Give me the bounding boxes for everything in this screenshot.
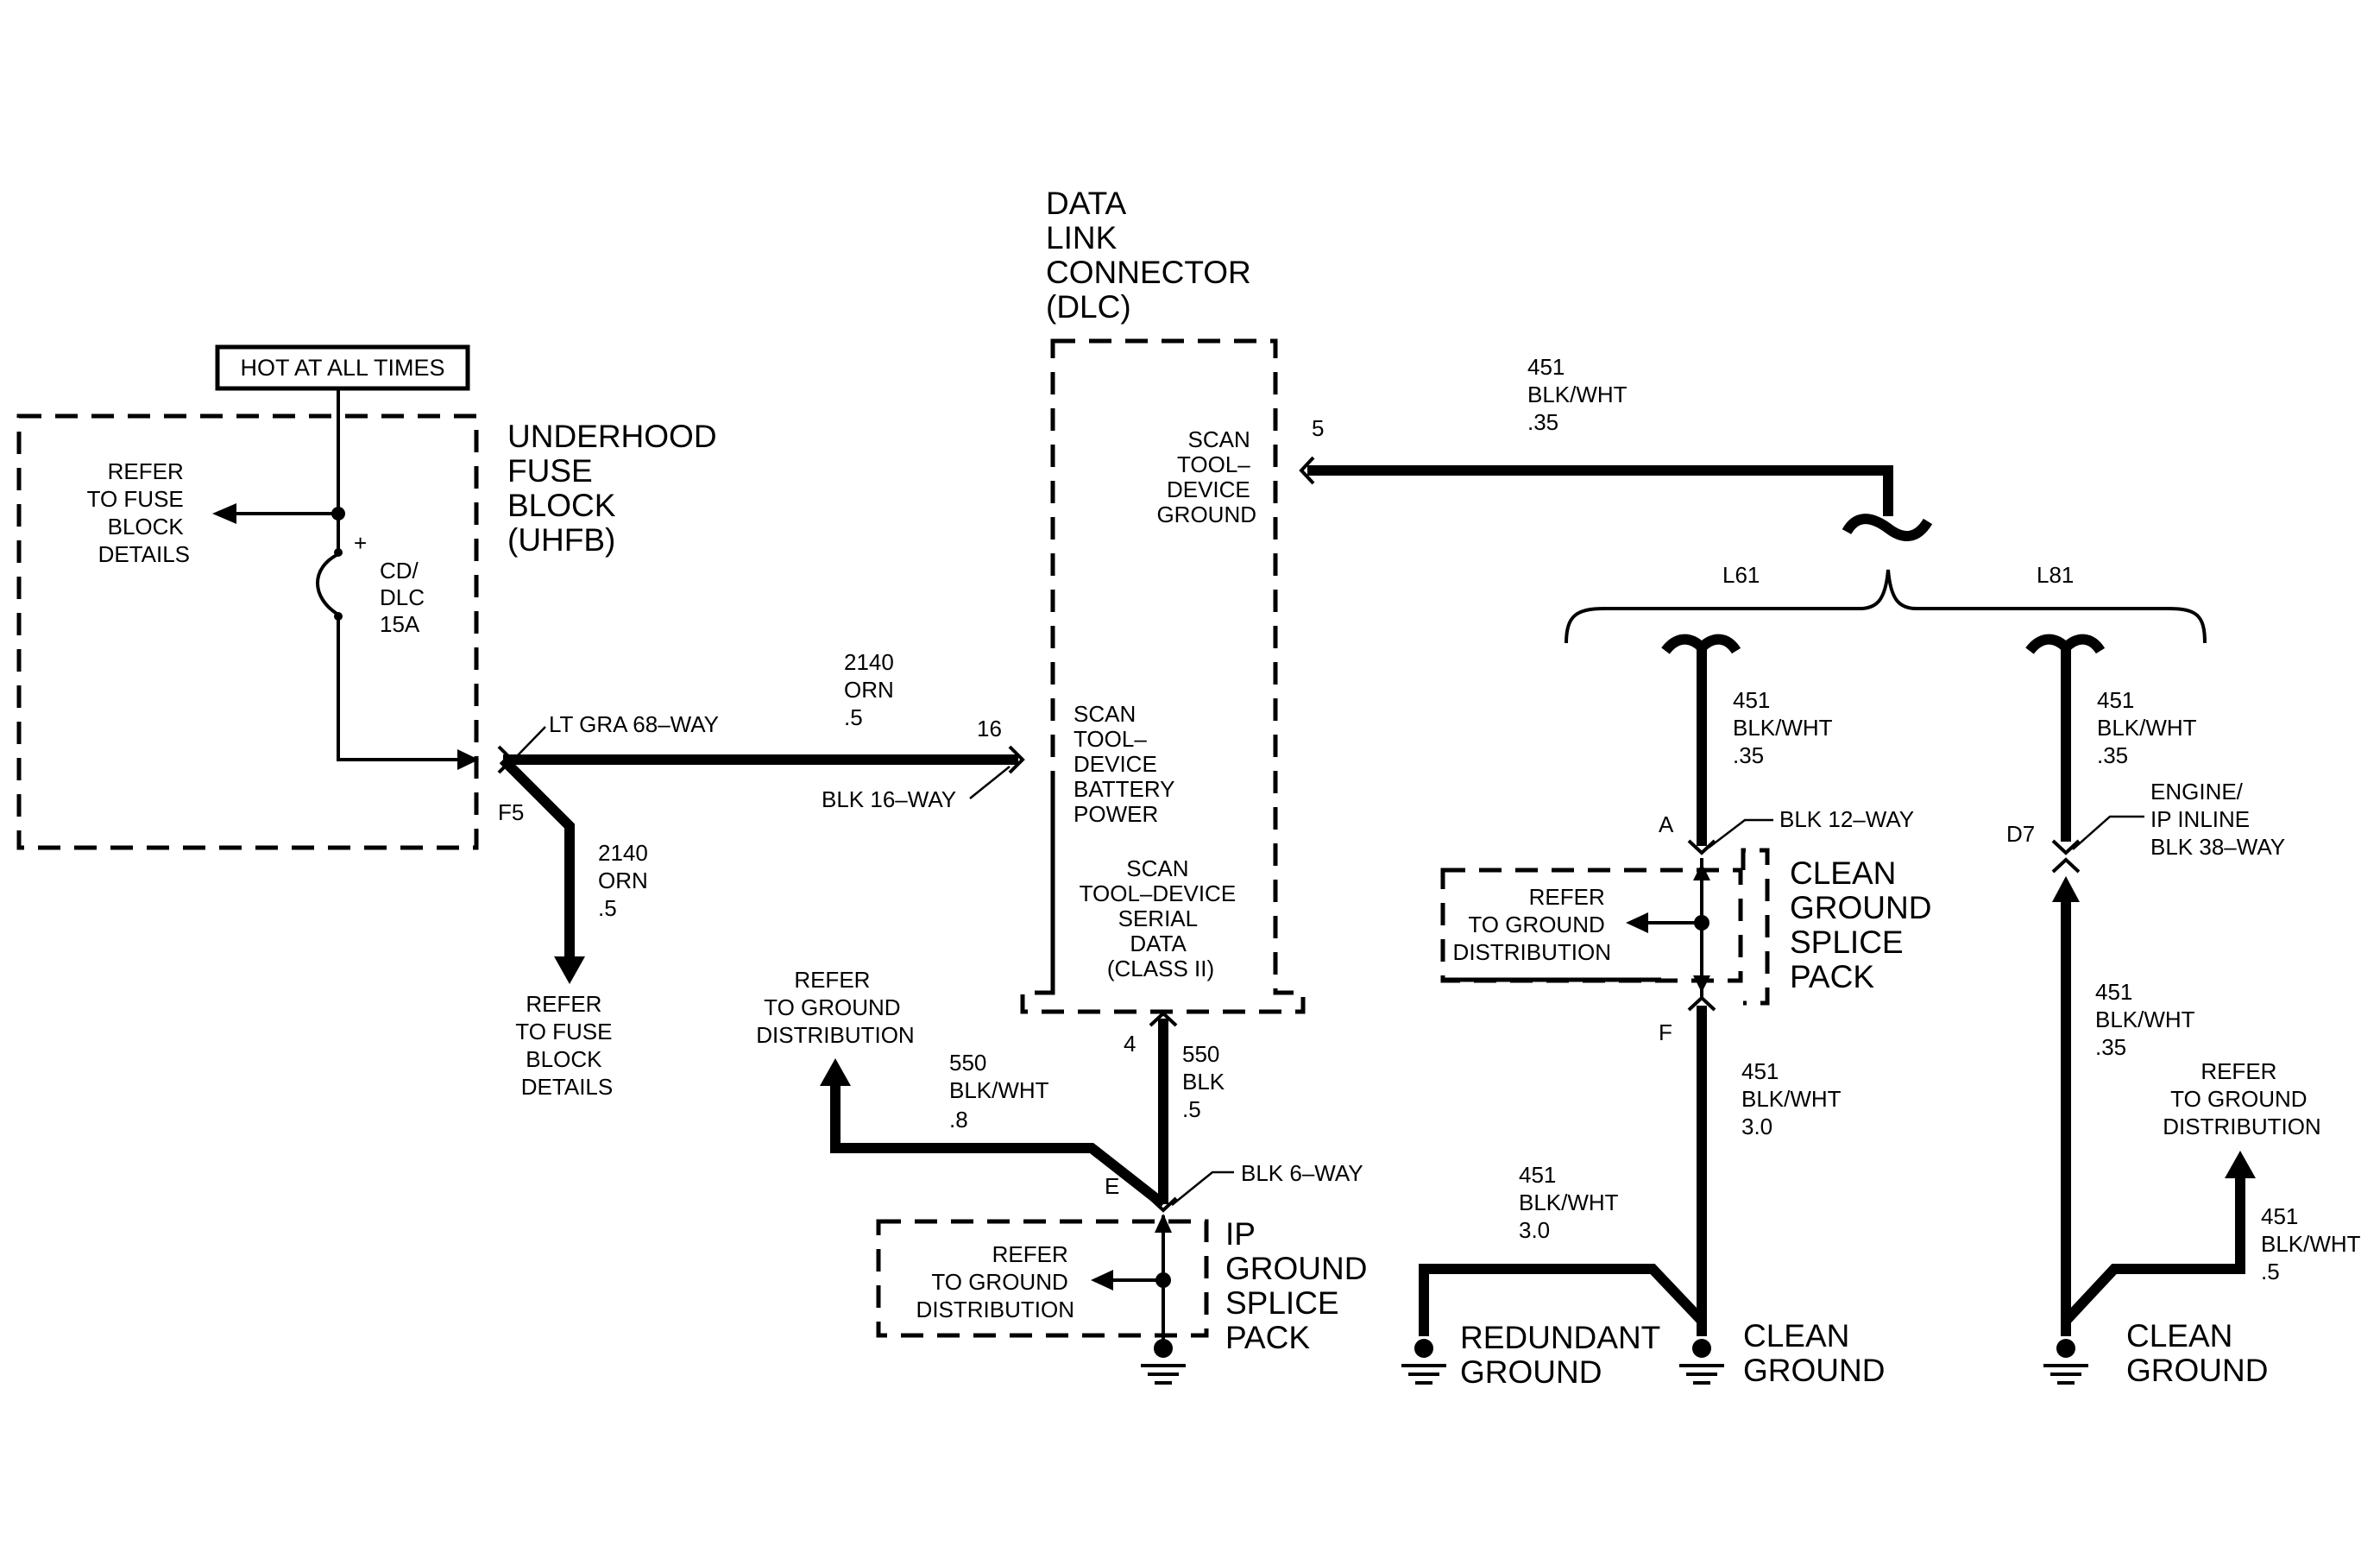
l61-clean-ground-label: CLEAN GROUND xyxy=(1743,1318,1885,1388)
redundant-ground-label: REDUNDANT GROUND xyxy=(1460,1320,1669,1390)
wire-2140-orn-down xyxy=(499,755,575,967)
l81-refer-ground-wire xyxy=(2062,1172,2245,1325)
l61-redundant-wire-label: 451 BLK/WHT 3.0 xyxy=(1519,1162,1624,1243)
lt-gra-68-way-leader xyxy=(517,726,546,756)
ip-ground-splice-pack-title: IP GROUND SPLICE PACK xyxy=(1225,1216,1376,1355)
engine-ip-inline-connector-label: ENGINE/ IP INLINE BLK 38–WAY xyxy=(2150,779,2285,860)
clean-splice-up-arrow-icon xyxy=(1693,863,1710,880)
wire-2140-down-arrow-icon xyxy=(554,956,585,984)
fuse-label: CD/ DLC 15A xyxy=(380,558,431,637)
clean-splice-refer-arrow-icon xyxy=(1626,912,1648,933)
underhood-fuse-block-outline xyxy=(16,413,479,850)
l61-redundant-ground-wire xyxy=(1419,1264,1706,1336)
uhfb-output-arrow-icon xyxy=(457,749,479,770)
blk-6-way-label: BLK 6–WAY xyxy=(1241,1160,1363,1186)
pin-f-label: F xyxy=(1659,1019,1672,1045)
wire-451-blk-wht-ground xyxy=(1307,465,1893,516)
dlc-pin-5-label: 5 xyxy=(1312,415,1324,441)
uhfb-refer-fuse-details: REFER TO FUSE BLOCK DETAILS xyxy=(87,458,190,567)
dlc-pin-4-symbol xyxy=(1149,1011,1178,1027)
l81-wire-break-icon xyxy=(2025,634,2071,842)
l81-wire-mid-label: 451 BLK/WHT .35 xyxy=(2095,979,2201,1060)
option-brace xyxy=(1565,569,2207,644)
uhfb-internal-wire xyxy=(337,616,466,761)
fuse-plus-sign: + xyxy=(354,530,367,556)
pin-d7-label: D7 xyxy=(2006,821,2035,847)
dlc-serial-data-label: SCAN TOOL–DEVICE SERIAL DATA (CLASS II) xyxy=(1080,855,1243,981)
wire-550-blk-wht xyxy=(830,1081,1167,1208)
wire-550-blk-label: 550 BLK .5 xyxy=(1182,1041,1231,1122)
blk-16-way-leader xyxy=(969,766,1011,799)
l81-refer-ground-distribution: REFER TO GROUND DISTRIBUTION xyxy=(2163,1058,2320,1139)
ip-splice-refer-label: REFER TO GROUND DISTRIBUTION xyxy=(916,1241,1074,1322)
wire-451-top-label: 451 BLK/WHT .35 xyxy=(1527,354,1633,435)
dlc-battery-power-label: SCAN TOOL– DEVICE BATTERY POWER xyxy=(1074,701,1181,827)
hot-at-all-times-box xyxy=(215,344,470,391)
dlc-scan-tool-ground-label: SCAN TOOL– DEVICE GROUND xyxy=(1156,426,1256,527)
refer-ground-distribution-left: REFER TO GROUND DISTRIBUTION xyxy=(756,967,914,1048)
l81-refer-arrow-icon xyxy=(2225,1151,2256,1178)
dlc-pin-4-label: 4 xyxy=(1124,1031,1136,1057)
hot-at-all-times-label: HOT AT ALL TIMES xyxy=(240,355,444,381)
clean-splice-inner-outline xyxy=(1440,868,1743,983)
clean-ground-splice-pack-title: CLEAN GROUND SPLICE PACK xyxy=(1790,855,1941,994)
l81-wire-top-label: 451 BLK/WHT .35 xyxy=(2097,687,2202,768)
pin-e-symbol xyxy=(1149,1196,1178,1213)
l81-wire-break-right xyxy=(2062,634,2106,654)
pin-a-label: A xyxy=(1659,811,1674,837)
uhfb-title: UNDERHOOD FUSE BLOCK (UHFB) xyxy=(507,419,726,558)
dlc-pin-16-symbol xyxy=(1008,745,1025,774)
ip-ground-splice-pack-outline xyxy=(876,1219,1209,1338)
blk-6-way-leader xyxy=(1171,1171,1234,1206)
pin-d7-bottom-symbol xyxy=(2051,857,2081,874)
l61-clean-wire-label: 451 BLK/WHT 3.0 xyxy=(1741,1058,1847,1139)
ip-ground-icon xyxy=(1141,1339,1186,1385)
pin-d7-top-symbol xyxy=(2051,839,2081,855)
clean-splice-down-arrow-icon xyxy=(1693,975,1710,993)
option-l61-label: L61 xyxy=(1722,562,1760,588)
dlc-outline xyxy=(1020,338,1306,1014)
l61-wire-break-icon xyxy=(1661,634,1707,846)
uhfb-refer-arrow-icon xyxy=(212,503,236,524)
wire-550-blk-wht-label: 550 BLK/WHT .8 xyxy=(949,1050,1055,1133)
lt-gra-68-way-label: LT GRA 68–WAY xyxy=(549,711,719,737)
refer-fuse-block-details-bottom: REFER TO FUSE BLOCK DETAILS xyxy=(515,991,618,1100)
wire-2140-orn-down-label: 2140 ORN .5 xyxy=(598,840,654,921)
pin-f-symbol xyxy=(1687,995,1716,1012)
clean-splice-refer-label: REFER TO GROUND DISTRIBUTION xyxy=(1453,884,1611,965)
dlc-pin-5-symbol xyxy=(1299,456,1315,485)
engine-ip-inline-leader xyxy=(2072,815,2144,850)
pin-f5-label: F5 xyxy=(498,799,524,825)
l61-clean-ground-icon xyxy=(1679,1339,1724,1385)
l81-wire-small-label: 451 BLK/WHT .5 xyxy=(2261,1203,2366,1284)
l81-up-arrow-icon xyxy=(2052,876,2080,902)
l61-wire-top-label: 451 BLK/WHT .35 xyxy=(1733,687,1838,768)
ip-splice-up-arrow-icon xyxy=(1155,1214,1172,1233)
ip-splice-refer-arrow-icon xyxy=(1091,1270,1113,1290)
wire-2140-orn-top-label: 2140 ORN .5 xyxy=(844,649,900,730)
l81-clean-ground-label: CLEAN GROUND xyxy=(2126,1318,2268,1388)
wire-break-symbol-icon xyxy=(1842,514,1933,541)
l61-wire-break-right xyxy=(1697,634,1741,654)
blk-12-way-label: BLK 12–WAY xyxy=(1779,806,1914,832)
blk-12-way-leader xyxy=(1708,818,1773,849)
dlc-title: DATA LINK CONNECTOR (DLC) xyxy=(1046,186,1260,325)
blk-16-way-label: BLK 16–WAY xyxy=(822,786,956,812)
pin-a-symbol xyxy=(1687,839,1716,855)
option-l81-label: L81 xyxy=(2037,562,2074,588)
fuse-element-icon xyxy=(316,552,340,616)
redundant-ground-icon xyxy=(1401,1339,1446,1385)
pin-e-label: E xyxy=(1105,1173,1119,1199)
refer-ground-left-arrow-icon xyxy=(820,1058,851,1086)
dlc-pin-16-label: 16 xyxy=(977,716,1002,741)
l81-clean-ground-icon xyxy=(2043,1339,2088,1385)
